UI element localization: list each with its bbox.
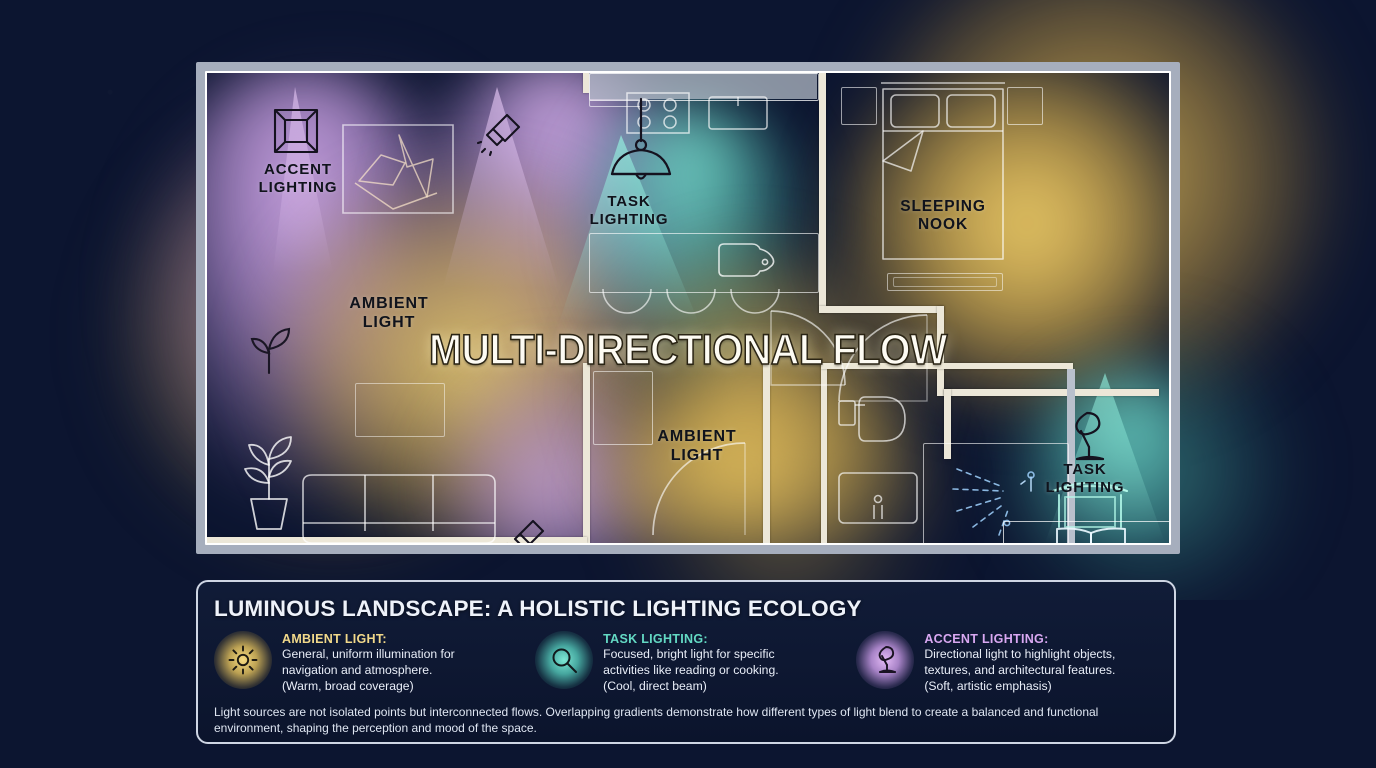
desk-lamp-icon [878,646,897,673]
kitchen-sink-icon [707,95,769,131]
label-line-1: TASK [607,193,651,210]
task-lighting-badge [535,631,594,689]
accent-lighting-badge [856,631,915,689]
partition-wall-hall-right [763,363,770,543]
label-line-1: TASK [1063,461,1107,478]
label-line-2: NOOK [917,216,969,234]
legend-item-desc: General, uniform illumination for naviga… [282,647,455,695]
partition-wall-study-top [944,389,1159,396]
ambient-light-badge [214,631,272,689]
desc-line-3: (Warm, broad coverage) [282,678,414,693]
wall-washer-spotlight-icon [479,111,523,155]
plan-label-accent-lighting-top-left: ACCENT LIGHTING [233,161,363,196]
partition-wall-living-kitchen [583,73,589,93]
kitchen-island-outline [589,233,819,293]
legend-item-ambient-light[interactable]: AMBIENT LIGHT: General, uniform illumina… [214,630,535,695]
plan-label-ambient-light-living: AMBIENT LIGHT [319,295,459,333]
kitchen-door-swing [767,309,853,399]
bedroom-door-swing [827,313,937,403]
desk-lamp-icon [1057,411,1113,467]
legend-item-desc: Focused, bright light for specific activ… [603,647,778,695]
legend-text-ambient: AMBIENT LIGHT: General, uniform illumina… [282,630,455,695]
partition-wall-bath-left [821,363,827,543]
legend-item-accent-lighting[interactable]: ACCENT LIGHTING: Directional light to hi… [856,630,1158,695]
legend-item-title: AMBIENT LIGHT: [282,632,387,646]
center-headline: MULTI-DIRECTIONAL FLOW [428,325,948,375]
open-book-icon [1053,525,1129,543]
potted-plant-icon [233,403,305,533]
partition-wall-bath-right [1067,369,1075,543]
partition-wall-living-bottom [207,537,587,543]
legend-items-row: AMBIENT LIGHT: General, uniform illumina… [214,630,1158,695]
desc-line-1: General, uniform illumination for [282,647,455,661]
hall-closet-outline [593,371,653,445]
bed-nightstand-left [841,87,877,125]
accent-spot-icon-lower [503,515,547,543]
cutting-board-icon [715,241,777,285]
bar-stools-icon [597,289,787,325]
toilet-icon [837,389,907,451]
legend-panel: LUMINOUS LANDSCAPE: A HOLISTIC LIGHTING … [196,580,1176,744]
kitchen-counter-outline [589,73,819,101]
partition-wall-hall-left [583,363,590,543]
plan-label-sleeping-nook: SLEEPING NOOK [873,198,1013,235]
partition-wall-bedroom-lower [819,306,944,313]
desc-line-2: activities like reading or cooking. [603,662,779,677]
partition-wall-bath-top [821,363,1073,369]
plant-sprout-icon [243,325,295,377]
legend-text-accent: ACCENT LIGHTING: Directional light to hi… [924,630,1115,695]
desc-line-1: Focused, bright light for specific [603,647,775,661]
label-line-2: LIGHT [362,313,416,331]
label-line-2: LIGHTING [589,210,669,228]
plan-label-ambient-light-hall: AMBIENT LIGHT [627,428,767,466]
label-line-2: LIGHT [670,446,724,464]
living-rug-outline [355,383,445,437]
legend-item-task-lighting[interactable]: TASK LIGHTING: Focused, bright light for… [535,630,856,695]
bed-nightstand-right [1007,87,1043,125]
bed-bench [887,273,1003,291]
sun-icon [228,645,258,675]
pendant-lamp-icon [601,99,681,185]
floor-plan-interior: ACCENT LIGHTING AMBIENT LIGHT TASK LIGHT… [207,73,1169,543]
kitchen-upper-cabinet [589,99,647,107]
desk-chair-icon [1047,477,1133,535]
bed-icon [879,81,1007,263]
partition-wall-bedroom-vertical [819,73,826,313]
bed-bench-inner [893,277,997,287]
label-line-1: AMBIENT [349,295,429,312]
bath-sink-icon [837,471,919,531]
pool-warm-bedroom [827,73,1169,413]
kitchen-cooktop-icon [625,91,691,135]
legend-footnote: Light sources are not isolated points bu… [214,704,1099,735]
label-line-2: LIGHTING [1045,478,1125,496]
legend-title: LUMINOUS LANDSCAPE: A HOLISTIC LIGHTING … [214,596,862,621]
plan-label-task-lighting-desk: TASK LIGHTING [1025,461,1145,496]
wall-art-icon [341,123,455,215]
floor-plan: ACCENT LIGHTING AMBIENT LIGHT TASK LIGHT… [196,62,1180,554]
legend-text-task: TASK LIGHTING: Focused, bright light for… [603,630,778,695]
desc-line-3: (Cool, direct beam) [603,678,707,693]
label-line-1: ACCENT [264,161,332,178]
desc-line-1: Directional light to highlight objects, [924,647,1116,661]
legend-item-title: ACCENT LIGHTING: [924,632,1049,646]
shower-enclosure [923,443,1069,543]
legend-item-title: TASK LIGHTING: [603,632,708,646]
label-line-2: LIGHTING [258,178,338,196]
ceiling-spotlight-icon [272,107,320,155]
desk-outline [1003,521,1169,543]
label-line-1: SLEEPING [900,198,986,215]
plan-label-task-lighting-kitchen: TASK LIGHTING [559,193,699,228]
label-line-1: AMBIENT [657,428,737,445]
desc-line-3: (Soft, artistic emphasis) [924,678,1052,693]
desc-line-2: textures, and architectural features. [924,662,1116,677]
legend-item-desc: Directional light to highlight objects, … [924,647,1115,695]
partition-wall-study-left [944,389,951,459]
magnifier-icon [552,648,578,673]
sofa-icon [299,465,499,543]
hall-door-swing [647,441,749,539]
partition-wall-bedroom-right [937,306,944,396]
beam-cones [273,87,1165,543]
desc-line-2: navigation and atmosphere. [282,662,433,677]
